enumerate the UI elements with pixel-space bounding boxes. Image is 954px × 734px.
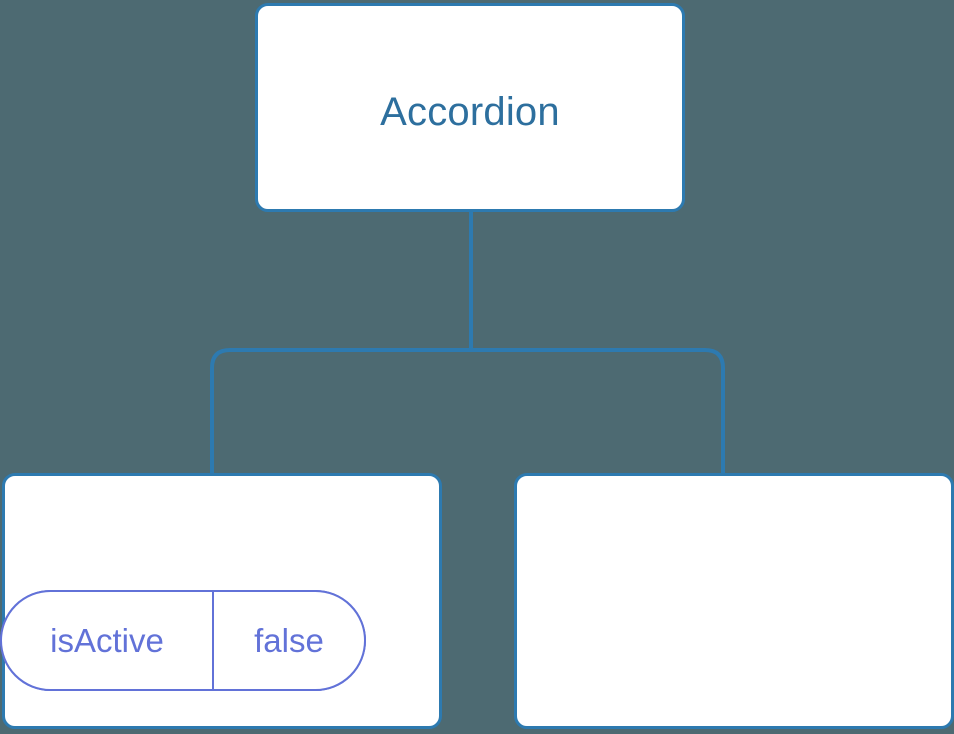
node-panel-right[interactable]: Panel — [514, 473, 954, 729]
edge-split-to-panels — [210, 348, 725, 473]
state-value-label: false — [254, 621, 324, 659]
state-key-label: isActive — [2, 592, 214, 689]
node-accordion[interactable]: Accordion — [255, 3, 685, 212]
node-accordion-label: Accordion — [380, 90, 560, 134]
state-badge-panel-right[interactable]: isActive false — [0, 590, 366, 691]
